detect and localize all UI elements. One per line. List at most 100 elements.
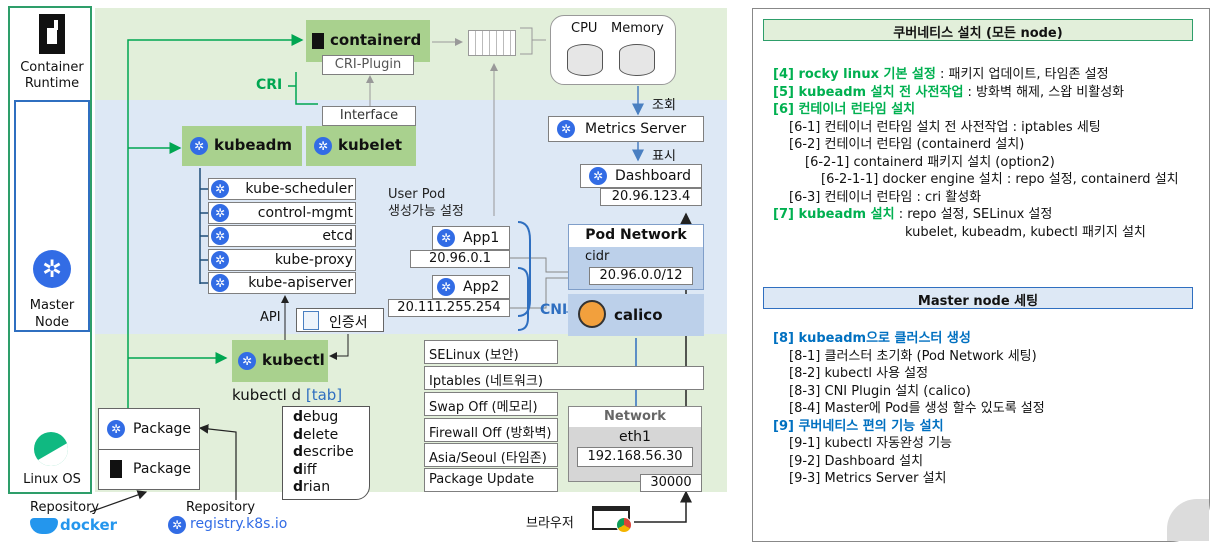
- cidr-label: cidr: [585, 249, 610, 264]
- package-group: ✲ Package Package: [98, 408, 200, 490]
- network-box: Network eth1 192.168.56.30: [568, 406, 702, 482]
- note-line: [6-2] 컨테이너 런타임 (containerd 설치): [773, 136, 1203, 154]
- os-setting-swap: Swap Off (메모리): [424, 392, 558, 416]
- notes-list-all-nodes: [4] rocky linux 기본 설정 : 패키지 업데이트, 타임존 설정…: [773, 66, 1203, 241]
- eth1-ip: 192.168.56.30: [587, 449, 683, 464]
- master-node-cell: ✲ Master Node: [14, 100, 90, 332]
- notes-title-all-nodes: 쿠버네티스 설치 (모든 node): [763, 19, 1193, 41]
- app2-icon: ✲: [437, 278, 455, 296]
- note-line: [8-2] kubectl 사용 설정: [773, 365, 1203, 383]
- cni-label: CNI: [540, 302, 568, 318]
- containerd-icon: [312, 33, 324, 49]
- kubectl-icon: ✲: [238, 352, 256, 370]
- kube-scheduler-label: kube-scheduler: [245, 181, 353, 197]
- cpu-label: CPU: [571, 21, 598, 36]
- browser-label: 브라우저: [526, 516, 574, 531]
- note-text: [9-3] Metrics Server 설치: [789, 471, 947, 486]
- note-text: [6-2] 컨테이너 런타임 (containerd 설치): [789, 137, 1025, 152]
- containerd-label: containerd: [330, 31, 422, 49]
- cpu-memory-box: CPU Memory: [550, 15, 676, 85]
- docker-label: docker: [60, 516, 118, 534]
- cidr-value: 20.96.0.0/12: [599, 268, 683, 283]
- package1-label: Package: [133, 421, 192, 437]
- registry-label: registry.k8s.io: [190, 516, 288, 532]
- dashboard-box: ✲ Dashboard: [580, 164, 702, 188]
- note-text: [6-2-1] containerd 패키지 설치 (option2): [805, 154, 1055, 170]
- note-line: [6-2-1-1] docker engine 설치 : repo 설정, co…: [773, 171, 1203, 189]
- linux-os-label: Linux OS: [23, 472, 81, 487]
- command-debug: debug: [293, 409, 339, 425]
- kube-apiserver-icon: ✲: [211, 274, 229, 292]
- command-diff: diff: [293, 461, 317, 478]
- component-kube-apiserver: ✲ kube-apiserver: [208, 272, 356, 294]
- note-text: [8-3] CNI Plugin 설치 (calico): [789, 383, 971, 399]
- command-list: debug delete describe diff drian: [282, 406, 370, 500]
- cert-label: 인증서: [329, 315, 368, 331]
- package2-label: Package: [133, 461, 192, 477]
- dashboard-ip: 20.96.123.4: [611, 189, 691, 204]
- note-line: [6-3] 컨테이너 런타임 : cri 활성화: [773, 189, 1203, 207]
- os-setting-iptables: Iptables (네트워크): [424, 366, 704, 390]
- component-control-mgmt: ✲ control-mgmt: [208, 202, 356, 224]
- app1-box: ✲ App1: [432, 226, 510, 250]
- note-line: [8-3] CNI Plugin 설치 (calico): [773, 383, 1203, 401]
- browser-window-icon: [592, 506, 632, 533]
- etcd-label: etcd: [322, 228, 353, 244]
- kubeadm-icon: ✲: [190, 137, 208, 155]
- note-text: [8-2] kubectl 사용 설정: [789, 366, 929, 381]
- dashboard-icon: ✲: [589, 167, 607, 185]
- interface-label: Interface: [339, 108, 399, 123]
- memory-label: Memory: [611, 21, 664, 36]
- cidr-value-box: 20.96.0.0/12: [589, 267, 693, 285]
- master-node-label: Master Node: [29, 298, 75, 330]
- app2-ip-box: 20.111.255.254: [388, 299, 510, 317]
- note-line: [8-1] 클러스터 초기화 (Pod Network 세팅): [773, 348, 1203, 366]
- note-line: kubelet, kubeadm, kubectl 패키지 설치: [773, 224, 1203, 242]
- kubeadm-box: ✲ kubeadm: [182, 126, 302, 166]
- note-line: [9-2] Dashboard 설치: [773, 453, 1203, 471]
- note-line: [6-1] 컨테이너 런타임 설치 전 사전작업 : iptables 세팅: [773, 119, 1203, 137]
- note-line: [7] kubeadm 설치 : repo 설정, SELinux 설정: [773, 206, 1203, 224]
- port-box: 30000: [640, 474, 702, 492]
- note-text: : 패키지 업데이트, 타임존 설정: [935, 67, 1109, 82]
- chrome-icon: [616, 517, 632, 533]
- app2-ip: 20.111.255.254: [397, 300, 501, 315]
- app2-label: App2: [463, 279, 500, 295]
- component-etcd: ✲ etcd: [208, 225, 356, 247]
- note-heading: [8] kubeadm으로 클러스터 생성: [773, 331, 971, 346]
- note-line: [8] kubeadm으로 클러스터 생성: [773, 330, 1203, 348]
- app2-box: ✲ App2: [432, 275, 510, 299]
- command-delete: delete: [293, 426, 339, 443]
- cert-box: 인증서: [296, 308, 384, 332]
- note-line: [5] kubeadm 설치 전 사전작업 : 방화벽 해제, 스왑 비활성화: [773, 84, 1203, 102]
- repo-k8s-label: Repository: [186, 500, 256, 515]
- note-heading: [7] kubeadm 설치: [773, 207, 895, 222]
- interface-box: Interface: [322, 106, 416, 126]
- cri-plugin-box: CRI-Plugin: [322, 55, 414, 75]
- containerd-logo-icon: [39, 14, 65, 54]
- containerd-package-icon: [110, 460, 122, 478]
- kubelet-box: ✲ kubelet: [306, 126, 416, 166]
- notes-list-master: [8] kubeadm으로 클러스터 생성 [8-1] 클러스터 초기화 (Pod…: [773, 330, 1203, 488]
- kube-proxy-icon: ✲: [211, 251, 229, 269]
- cri-label: CRI: [256, 77, 283, 93]
- container-image-icon: [468, 30, 516, 56]
- dashboard-label: Dashboard: [615, 168, 691, 184]
- metrics-server-label: Metrics Server: [585, 121, 687, 137]
- os-setting-timezone: Asia/Seoul (타임존): [424, 443, 558, 467]
- app1-ip-box: 20.96.0.1: [410, 250, 510, 268]
- calico-box: calico: [568, 294, 704, 336]
- user-pod-note: User Pod 생성가능 설정: [388, 187, 464, 219]
- metrics-server-icon: ✲: [557, 120, 575, 138]
- etcd-icon: ✲: [211, 227, 229, 245]
- note-text: : 방화벽 해제, 스왑 비활성화: [963, 84, 1125, 100]
- kubectl-label: kubectl: [262, 351, 325, 369]
- control-mgmt-icon: ✲: [211, 204, 229, 222]
- command-drian: drian: [293, 479, 331, 495]
- note-text: [8-1] 클러스터 초기화 (Pod Network 세팅): [789, 348, 1037, 364]
- note-heading: [9] 쿠버네티스 편의 기능 설치: [773, 418, 944, 434]
- query-label: 조회: [652, 98, 676, 113]
- notes-fold: [1167, 499, 1209, 541]
- note-text: kubelet, kubeadm, kubectl 패키지 설치: [905, 224, 1146, 240]
- api-label: API: [260, 310, 281, 325]
